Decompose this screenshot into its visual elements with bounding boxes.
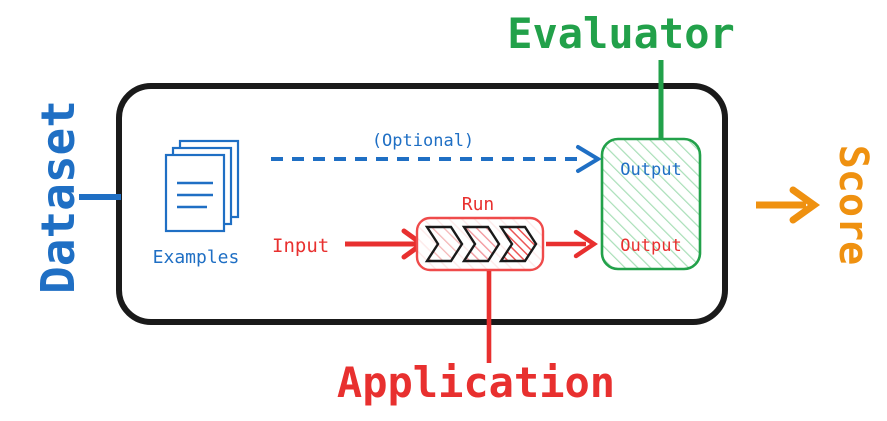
score-edge — [756, 186, 821, 224]
application-label: Application — [337, 358, 615, 407]
optional-edge — [271, 145, 602, 173]
output-entry-dataset: Output — [620, 160, 681, 180]
input-edge-label: Input — [272, 235, 329, 257]
output-entry-application: Output — [620, 236, 681, 256]
examples-label: Examples — [153, 247, 240, 268]
evaluator-label: Evaluator — [507, 9, 735, 58]
dataset-label: Dataset — [31, 100, 85, 294]
run-to-output-edge — [546, 229, 598, 259]
run-chevron-2 — [461, 225, 501, 263]
run-chevron-1 — [424, 225, 464, 263]
run-label: Run — [462, 194, 495, 215]
optional-edge-label: (Optional) — [372, 131, 474, 151]
output-box[interactable] — [600, 137, 702, 271]
score-label: Score — [830, 145, 876, 265]
documents-stack-icon — [164, 139, 240, 233]
experiment-boundary — [116, 83, 728, 325]
run-chevron-3 — [498, 225, 538, 263]
